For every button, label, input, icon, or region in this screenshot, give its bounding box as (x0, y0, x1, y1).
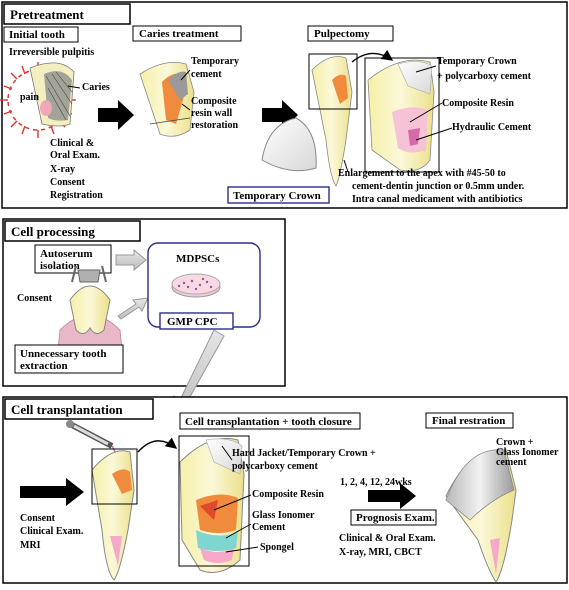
transplant-composite-resin: Composite Resin (252, 489, 324, 500)
clinical-exam-line-3: X-ray (50, 164, 75, 175)
pretreatment-header: Pretreatment (10, 7, 85, 22)
autoserum-box (34, 244, 112, 274)
pulpectomy-box (307, 25, 394, 42)
clinical-exam-line-1: Clinical & (50, 138, 94, 149)
cell-processing-header-box (4, 220, 141, 242)
initial-tooth-illustration (29, 62, 75, 127)
crown-final-line-1: Crown + (496, 437, 534, 448)
clinical-exam-line-5: Registration (50, 190, 103, 201)
pulpectomy-zoom-frame (308, 53, 358, 110)
transplant-consent-line-3: MRI (20, 540, 41, 551)
extraction-tooth-illustration (57, 265, 123, 351)
weeks-label: 1, 2, 4, 12, 24wks (340, 477, 412, 488)
autoserum-line-2: isolation (40, 260, 80, 272)
glass-ionomer-line-2: Cement (252, 522, 286, 533)
irreversible-pulpitis-label: Irreversible pulpitis (9, 47, 94, 58)
clinical-exam-line-4: Consent (50, 177, 86, 188)
exam-list-line-2: X-ray, MRI, CBCT (339, 547, 422, 558)
pulpectomy-tooth-large (367, 59, 435, 172)
consent-label: Consent (17, 293, 53, 304)
composite-wall-line-3: restoration (191, 120, 238, 131)
spongel-label: Spongel (260, 542, 294, 553)
temporary-crown-line-1: Temporary Crown (437, 56, 517, 67)
enlargement-line-3: Intra canal medicament with antibiotics (352, 194, 523, 205)
caries-treatment-tooth (139, 61, 195, 137)
temporary-crown-shell (261, 117, 317, 172)
temporary-cement-line-2: cement (191, 69, 222, 80)
black-arrow-consent (20, 478, 84, 506)
caries-label: Caries (82, 82, 110, 93)
cell-transplantation-header-box (4, 398, 154, 420)
hard-jacket-line-1: Hard Jacket/Temporary Crown + (232, 448, 376, 459)
autoserum-line-1: Autoserum (40, 248, 93, 260)
transplant-consent-line-2: Clinical Exam. (20, 526, 84, 537)
caries-pointer (67, 85, 81, 89)
transplant-tooth-large (179, 437, 245, 573)
curved-arrow-2 (137, 437, 178, 453)
gmp-cpc-label: GMP CPC (167, 316, 217, 328)
temporary-crown-pointer (415, 65, 437, 73)
caries-treatment-box (132, 25, 242, 42)
transplant-composite-pointer (213, 494, 252, 511)
pulpectomy-tooth-small (311, 56, 353, 187)
unnecessary-box (14, 344, 124, 374)
closure-title: Cell transplantation + tooth closure (185, 416, 352, 428)
crown-final-line-2: Glass Ionomer (496, 447, 559, 458)
hydraulic-cement-pointer (415, 127, 453, 141)
final-restoration-box (425, 412, 514, 429)
caries-treatment-label: Caries treatment (139, 28, 219, 40)
hard-jacket-pointer (221, 445, 233, 461)
prognosis-box (350, 509, 437, 526)
temporary-cement-pointer (180, 69, 191, 81)
pulpectomy-composite-pointer (409, 102, 443, 123)
spongel-pointer (225, 546, 259, 553)
grey-arrow-autoserum (115, 248, 147, 272)
crown-final-line-3: cement (496, 457, 527, 468)
pulpectomy-label: Pulpectomy (314, 28, 370, 40)
cell-processing-header: Cell processing (11, 224, 95, 239)
hard-jacket-line-2: polycarboxy cement (232, 461, 318, 472)
temporary-crown-box (227, 186, 330, 204)
unnecessary-line-1: Unnecessary tooth (20, 348, 106, 360)
composite-wall-pointer (181, 103, 191, 111)
transplant-zoom-frame (91, 448, 138, 505)
petri-dish-icon (171, 273, 221, 298)
black-arrow-prognosis (368, 483, 416, 509)
initial-tooth-box (3, 26, 79, 43)
glass-ionomer-line-1: Glass Ionomer (252, 510, 315, 521)
unnecessary-line-2: extraction (20, 360, 68, 372)
mdpscs-label: MDPSCs (176, 253, 220, 265)
temporary-crown-line-2: + polycarboxy cement (437, 71, 532, 82)
initial-tooth-label: Initial tooth (9, 29, 65, 41)
transplant-tooth-small (91, 450, 135, 581)
final-tooth-illustration (445, 449, 517, 583)
closure-title-box (179, 412, 361, 430)
hydraulic-cement-label: Hydraulic Cement (452, 122, 532, 133)
pulpectomy-composite-resin: Composite Resin (442, 98, 514, 109)
pretreatment-header-box (3, 3, 131, 25)
gmp-cpc-box (159, 312, 234, 330)
exam-list-line-1: Clinical & Oral Exam. (339, 533, 436, 544)
pulpectomy-large-frame (364, 57, 440, 173)
transplant-consent-line-1: Consent (20, 513, 56, 524)
transplant-large-frame (178, 435, 250, 567)
black-arrow-1 (98, 100, 134, 130)
grey-arrow-extraction (117, 297, 149, 320)
temporary-cement-line-1: Temporary (191, 56, 239, 67)
clinical-exam-line-2: Oral Exam. (50, 150, 100, 161)
final-restoration-label: Final restration (432, 415, 505, 427)
cell-transplantation-header: Cell transplantation (11, 402, 123, 417)
glass-ionomer-pointer (225, 523, 252, 539)
enlargement-line-2: cement-dentin junction or 0.5mm under. (352, 181, 525, 192)
composite-wall-line-1: Composite (191, 96, 237, 107)
prognosis-label: Prognosis Exam. (356, 512, 435, 524)
enlargement-line-1: Enlargement to the apex with #45-50 to (338, 168, 506, 179)
temporary-crown-box-label: Temporary Crown (233, 190, 321, 202)
pain-label: pain (20, 92, 39, 103)
enlargement-pointer (343, 159, 349, 173)
composite-wall-line-2: resin wall (191, 108, 232, 119)
